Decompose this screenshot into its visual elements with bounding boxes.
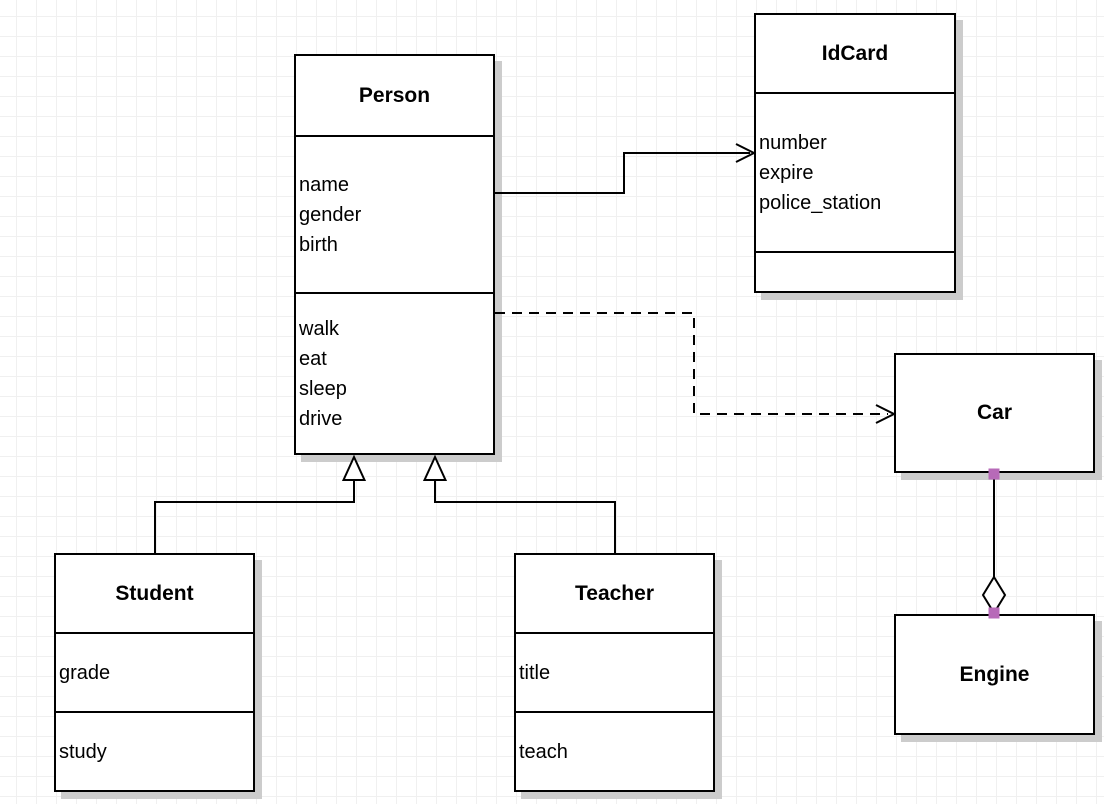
edge-dependency-person-car[interactable] [495, 312, 897, 424]
attributes-compartment: name gender birth [296, 137, 493, 294]
edge-aggregation-car-engine[interactable] [981, 468, 1007, 619]
inheritance-triangle-icon [341, 454, 367, 481]
method: drive [299, 407, 343, 430]
attribute: title [519, 661, 551, 684]
class-title: Student [56, 555, 253, 634]
methods-compartment: teach [516, 713, 713, 790]
method: sleep [299, 377, 347, 400]
edge-line[interactable] [495, 152, 750, 194]
attributes-compartment: grade [56, 634, 253, 713]
aggregation-diamond-icon [981, 575, 1007, 615]
attribute: name [299, 173, 350, 196]
class-student[interactable]: Student grade study [54, 553, 255, 792]
method: study [59, 740, 107, 763]
open-arrowhead-icon [875, 404, 897, 424]
attribute: expire [759, 161, 814, 184]
methods-compartment-empty [756, 253, 954, 291]
method: eat [299, 347, 327, 370]
class-title: IdCard [756, 15, 954, 94]
methods-compartment: walk eat sleep drive [296, 294, 493, 453]
class-idcard[interactable]: IdCard number expire police_station [754, 13, 956, 293]
edge-association-person-idcard[interactable] [495, 143, 757, 194]
attribute: number [759, 131, 827, 154]
attributes-compartment: number expire police_station [756, 94, 954, 253]
class-car[interactable]: Car [894, 353, 1095, 473]
class-title: Person [296, 56, 493, 137]
class-teacher[interactable]: Teacher title teach [514, 553, 715, 792]
attribute: gender [299, 203, 362, 226]
edge-line[interactable] [154, 480, 355, 553]
edge-line[interactable] [434, 480, 616, 553]
class-title: Engine [959, 662, 1030, 686]
methods-compartment: study [56, 713, 253, 790]
edge-generalization-teacher-person[interactable] [422, 454, 616, 553]
attribute: birth [299, 233, 338, 256]
method: walk [299, 317, 340, 340]
open-arrowhead-icon [735, 143, 757, 163]
attribute: police_station [759, 191, 882, 214]
class-title: Teacher [516, 555, 713, 634]
attributes-compartment: title [516, 634, 713, 713]
method: teach [519, 740, 568, 763]
inheritance-triangle-icon [422, 454, 448, 481]
class-title: Car [976, 401, 1013, 424]
edge-generalization-student-person[interactable] [154, 454, 367, 553]
edge-line[interactable] [495, 312, 888, 415]
class-engine[interactable]: Engine [894, 614, 1095, 735]
attribute: grade [59, 661, 111, 684]
class-person[interactable]: Person name gender birth walk eat sleep … [294, 54, 495, 455]
